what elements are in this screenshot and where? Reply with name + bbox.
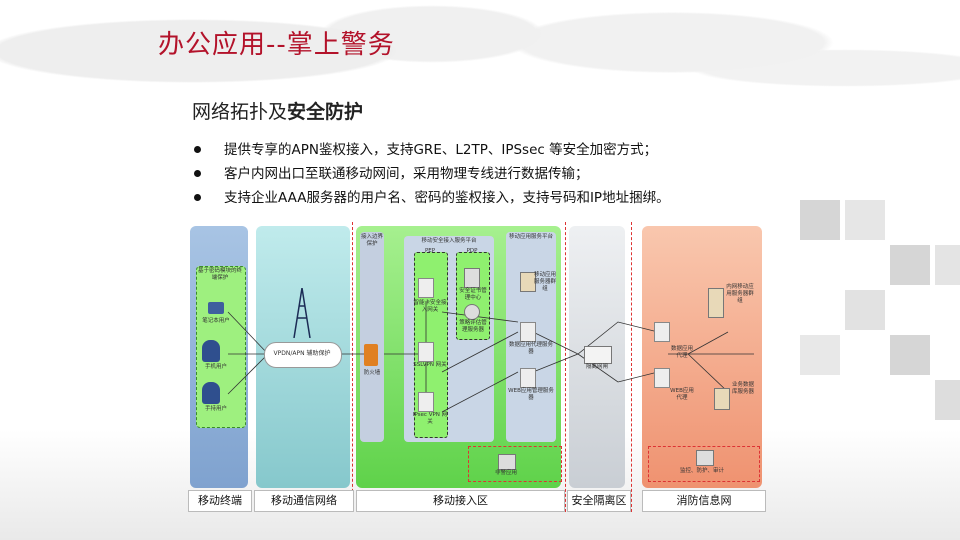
zone-label-fire-network: 消防信息网 xyxy=(642,490,766,512)
decor-square xyxy=(935,245,960,285)
pdp-panel xyxy=(456,252,490,340)
firewall-icon xyxy=(364,344,378,366)
terminal-protect-label: 基于密码模块的终端保护 xyxy=(198,268,243,281)
pda-user-icon xyxy=(202,382,220,404)
pdp-label: PDP xyxy=(466,248,478,254)
decor-square xyxy=(845,200,885,240)
audit-terminal-icon xyxy=(696,450,714,466)
platform-label: 移动安全接入服务平台 xyxy=(421,238,477,244)
biz-db-label: 业务数据库服务器 xyxy=(731,382,754,395)
intranet-server-icon xyxy=(708,288,724,318)
phone-user-icon xyxy=(202,340,220,362)
database-icon xyxy=(714,388,730,410)
decor-square xyxy=(800,200,840,240)
bullet-list: 提供专享的APN鉴权接入，支持GRE、L2TP、IPSsec 等安全加密方式； … xyxy=(190,140,670,212)
access-protect-label: 接入边界保护 xyxy=(360,234,383,247)
section-title: 网络拓扑及安全防护 xyxy=(192,97,363,124)
web-proxy-label: WEB应用管理服务器 xyxy=(508,388,554,401)
mgmt-box xyxy=(468,446,562,482)
pda-label: 手持用户 xyxy=(204,406,227,412)
policy-server-icon xyxy=(464,304,480,320)
isolation-label: 隔离网闸 xyxy=(585,364,608,370)
bullet-item: 支持企业AAA服务器的用户名、密码的鉴权接入，支持号码和IP地址捆绑。 xyxy=(190,188,670,212)
gateway-label: 智能卡安全接入网关 xyxy=(413,300,447,313)
app-platform-label: 移动应用服务平台 xyxy=(508,234,553,240)
sslvpn-label: SSLVPN 网关 xyxy=(413,362,447,368)
intranet-servers-label: 内网移动应用服务器群组 xyxy=(726,284,754,304)
zone-divider xyxy=(565,222,566,512)
isolation-gateway-icon xyxy=(584,346,612,364)
phone-label: 手机用户 xyxy=(204,364,227,370)
antenna-tower-icon xyxy=(292,287,312,339)
data-app-proxy-icon xyxy=(654,322,670,342)
laptop-label: 笔记本用户 xyxy=(202,318,230,324)
data-proxy-label: 数据应用代理服务器 xyxy=(508,342,553,355)
web-app-proxy-icon xyxy=(654,368,670,388)
audit-label: 监控、防护、审计 xyxy=(679,468,724,474)
cert-server-icon xyxy=(464,268,480,288)
app-server-label: 移动应用服务器群组 xyxy=(534,272,557,292)
pep-label: PEP xyxy=(424,248,436,254)
cert-label: 安全证书管理中心 xyxy=(459,288,487,301)
server-icon xyxy=(418,342,434,362)
firewall-label: 防火墙 xyxy=(363,370,381,376)
zone-divider xyxy=(352,222,353,512)
zone-label-mobile-terminal: 移动终端 xyxy=(188,490,252,512)
section-title-bold: 安全防护 xyxy=(287,101,364,123)
data-app-proxy-label: 数据应用代理 xyxy=(670,346,693,359)
bullet-item: 客户内网出口至联通移动网间，采用物理专线进行数据传输； xyxy=(190,164,670,188)
decor-square xyxy=(800,335,840,375)
app-server-icon xyxy=(520,272,536,292)
audit-box xyxy=(648,446,760,482)
data-proxy-server-icon xyxy=(520,322,536,342)
ipsec-label: IPsec VPN 网关 xyxy=(412,412,448,425)
web-proxy-server-icon xyxy=(520,368,536,388)
zone-divider xyxy=(631,222,632,512)
web-app-proxy-label: WEB应用代理 xyxy=(670,388,694,401)
section-title-prefix: 网络拓扑及 xyxy=(192,101,288,123)
network-topology-diagram: 基于密码模块的终端保护 笔记本用户 手机用户 手持用户 VPDN/APN 辅助保… xyxy=(188,222,772,512)
zone-label-mobile-access: 移动接入区 xyxy=(356,490,565,512)
mgmt-terminal-icon xyxy=(498,454,516,470)
laptop-icon xyxy=(208,302,224,314)
mgmt-label: 非警应用 xyxy=(494,470,517,476)
server-icon xyxy=(418,392,434,412)
zone-fire-network xyxy=(642,226,762,488)
decor-square xyxy=(845,290,885,330)
bullet-item: 提供专享的APN鉴权接入，支持GRE、L2TP、IPSsec 等安全加密方式； xyxy=(190,140,670,164)
access-protect-panel xyxy=(360,232,384,442)
zone-label-mobile-network: 移动通信网络 xyxy=(254,490,354,512)
policy-label: 策略评估管理服务器 xyxy=(459,320,487,333)
decor-square xyxy=(935,380,960,420)
cloud-label: VPDN/APN 辅助保护 xyxy=(273,350,331,357)
world-map-background xyxy=(0,0,960,170)
cloud-icon xyxy=(264,342,342,368)
server-icon xyxy=(418,278,434,298)
zone-label-security-isolation: 安全隔离区 xyxy=(567,490,631,512)
slide-title: 办公应用--掌上警务 xyxy=(158,30,395,60)
decor-square xyxy=(890,245,930,285)
decor-square xyxy=(890,335,930,375)
